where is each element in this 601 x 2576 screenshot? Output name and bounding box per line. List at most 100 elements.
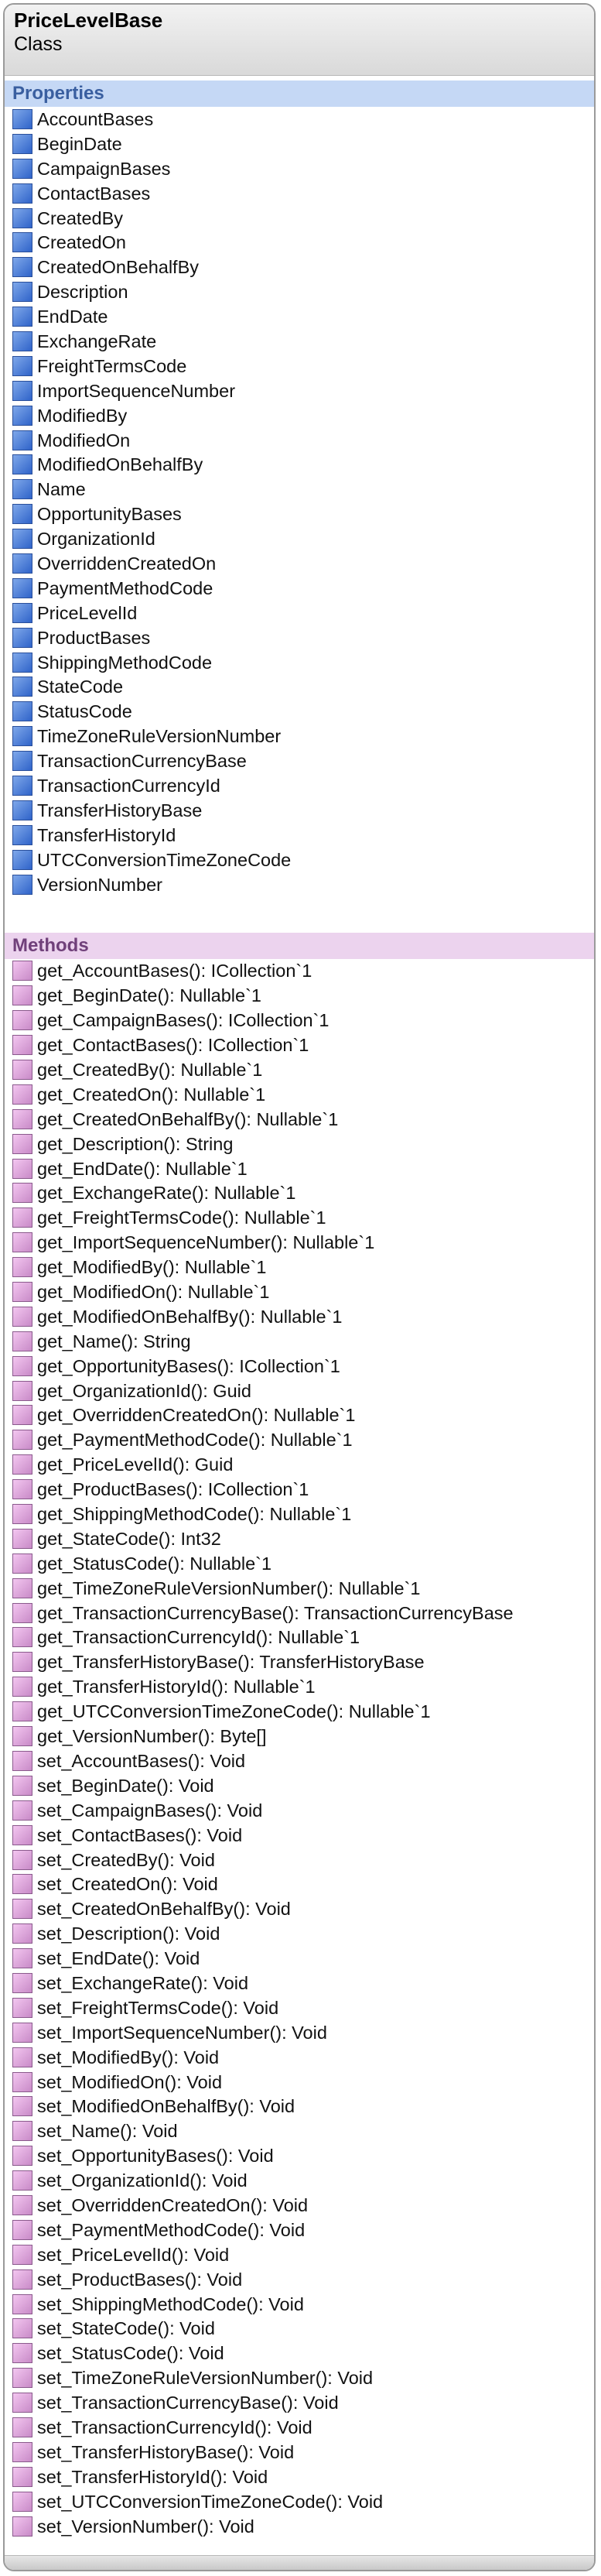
property-item: TimeZoneRuleVersionNumber [12,724,594,748]
method-item-label: set_TransferHistoryId(): Void [37,2466,268,2487]
property-icon [12,282,32,303]
property-item-label: ContactBases [37,183,151,204]
method-item-label: get_CampaignBases(): ICollection`1 [37,1010,330,1031]
method-item: get_StatusCode(): Nullable`1 [12,1551,594,1576]
method-item-label: get_VersionNumber(): Byte[] [37,1726,267,1747]
property-item-label: OverriddenCreatedOn [37,553,217,574]
method-item: get_BeginDate(): Nullable`1 [12,983,594,1008]
method-item: get_TimeZoneRuleVersionNumber(): Nullabl… [12,1576,594,1601]
method-icon [12,2096,32,2117]
method-item-label: set_VersionNumber(): Void [37,2516,254,2537]
method-icon [12,1232,32,1253]
method-item-label: set_StateCode(): Void [37,2318,215,2339]
method-item-label: get_ExchangeRate(): Nullable`1 [37,1183,296,1204]
method-item-label: set_BeginDate(): Void [37,1775,214,1796]
method-item-label: get_Description(): String [37,1133,234,1154]
method-icon [12,1923,32,1944]
method-icon [12,2293,32,2314]
method-item: get_ContactBases(): ICollection`1 [12,1033,594,1057]
method-item: set_EndDate(): Void [12,1946,594,1971]
property-item: FreightTermsCode [12,354,594,379]
method-item: set_Name(): Void [12,2119,594,2143]
method-item-label: get_OverriddenCreatedOn(): Nullable`1 [37,1405,356,1426]
method-item: get_EndDate(): Nullable`1 [12,1156,594,1181]
method-item-label: set_ImportSequenceNumber(): Void [37,2022,327,2043]
method-item: set_CreatedBy(): Void [12,1848,594,1872]
method-icon [12,1652,32,1673]
property-item: CreatedBy [12,206,594,231]
property-icon [12,207,32,228]
method-item-label: get_UTCConversionTimeZoneCode(): Nullabl… [37,1701,431,1722]
method-item-label: set_TimeZoneRuleVersionNumber(): Void [37,2368,374,2389]
method-icon [12,1380,32,1401]
method-icon [12,1528,32,1549]
property-icon [12,701,32,722]
methods-header: Methods [5,932,594,959]
property-item-label: CampaignBases [37,158,171,179]
method-item: set_CampaignBases(): Void [12,1798,594,1823]
method-icon [12,1331,32,1351]
method-icon [12,1454,32,1475]
method-item: set_OverriddenCreatedOn(): Void [12,2193,594,2218]
method-icon [12,2194,32,2215]
method-item: get_AccountBases(): ICollection`1 [12,959,594,984]
method-item: set_TimeZoneRuleVersionNumber(): Void [12,2365,594,2390]
property-icon [12,800,32,820]
method-item: set_ExchangeRate(): Void [12,1971,594,1995]
method-icon [12,1701,32,1722]
property-item-label: StateCode [37,677,124,697]
property-item: UTCConversionTimeZoneCode [12,848,594,872]
method-item: get_TransactionCurrencyId(): Nullable`1 [12,1625,594,1650]
method-item: get_TransferHistoryId(): Nullable`1 [12,1674,594,1699]
method-item-label: get_StatusCode(): Nullable`1 [37,1553,272,1574]
method-icon [12,1183,32,1204]
property-icon [12,454,32,475]
method-icon [12,1948,32,1969]
method-item-label: set_CreatedBy(): Void [37,1849,215,1870]
property-item: TransferHistoryBase [12,798,594,823]
method-icon [12,1677,32,1697]
method-item-label: get_EndDate(): Nullable`1 [37,1158,248,1179]
property-item-label: FreightTermsCode [37,355,187,376]
method-item-label: get_FreightTermsCode(): Nullable`1 [37,1208,326,1228]
property-item: TransactionCurrencyBase [12,748,594,773]
property-item: TransferHistoryId [12,823,594,848]
property-item-label: ImportSequenceNumber [37,380,236,401]
property-icon [12,775,32,796]
method-item: set_TransactionCurrencyBase(): Void [12,2390,594,2415]
property-item: ExchangeRate [12,329,594,354]
method-item: set_FreightTermsCode(): Void [12,1995,594,2020]
method-icon [12,1627,32,1648]
method-item-label: get_OpportunityBases(): ICollection`1 [37,1355,340,1376]
method-item: get_OverriddenCreatedOn(): Nullable`1 [12,1403,594,1428]
method-item: set_PriceLevelId(): Void [12,2242,594,2267]
property-item-label: TransferHistoryBase [37,800,203,820]
method-item-label: set_ShippingMethodCode(): Void [37,2293,304,2314]
method-icon [12,1158,32,1179]
method-item-label: set_PaymentMethodCode(): Void [37,2219,306,2240]
property-icon [12,529,32,550]
method-icon [12,1750,32,1771]
method-item-label: get_ShippingMethodCode(): Nullable`1 [37,1504,352,1525]
property-item: PriceLevelId [12,601,594,625]
method-icon [12,2170,32,2191]
method-item: get_StateCode(): Int32 [12,1526,594,1551]
property-item-label: ExchangeRate [37,331,157,351]
property-icon [12,430,32,450]
method-item: get_ExchangeRate(): Nullable`1 [12,1181,594,1206]
method-item-label: set_OpportunityBases(): Void [37,2146,274,2167]
method-item-label: get_BeginDate(): Nullable`1 [37,985,261,1006]
method-item-label: get_PriceLevelId(): Guid [37,1454,234,1475]
method-icon [12,1824,32,1845]
method-icon [12,2466,32,2487]
method-item: get_TransactionCurrencyBase(): Transacti… [12,1601,594,1625]
property-icon [12,257,32,278]
method-item: set_PaymentMethodCode(): Void [12,2218,594,2242]
method-item: get_OrganizationId(): Guid [12,1379,594,1403]
method-icon [12,2491,32,2512]
property-icon [12,751,32,772]
method-icon [12,1084,32,1105]
property-item: EndDate [12,304,594,329]
